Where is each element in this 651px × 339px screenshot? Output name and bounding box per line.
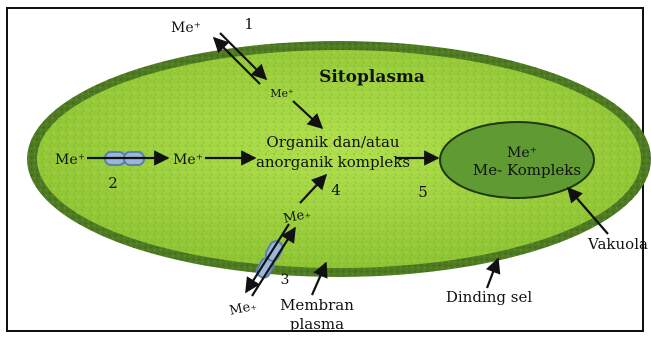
step-2-label: 2 <box>108 174 118 192</box>
membrane-label-line2: plasma <box>290 315 344 333</box>
complex-label-line2: anorganik kompleks <box>256 153 410 171</box>
step-4-label: 4 <box>331 181 341 199</box>
vacuole-me-label: Me⁺ <box>507 145 537 161</box>
me-left-inside: Me⁺ <box>173 152 203 168</box>
membrane-label-line1: Membran <box>280 296 354 314</box>
cell-wall-label: Dinding sel <box>446 288 532 306</box>
vacuole-complex-label: Me- Kompleks <box>473 161 581 179</box>
complex-label-line1: Organik dan/atau <box>266 133 400 151</box>
step-5-label: 5 <box>418 183 428 201</box>
cytoplasm-label: Sitoplasma <box>319 67 425 87</box>
vacuole-pointer-label: Vakuola <box>587 235 648 253</box>
me-left-outside: Me⁺ <box>55 152 85 168</box>
step-1-label: 1 <box>244 15 254 33</box>
step-3-label: 3 <box>281 272 290 288</box>
me-top-inside: Me⁺ <box>270 87 294 100</box>
me-top-outside: Me⁺ <box>171 20 201 36</box>
